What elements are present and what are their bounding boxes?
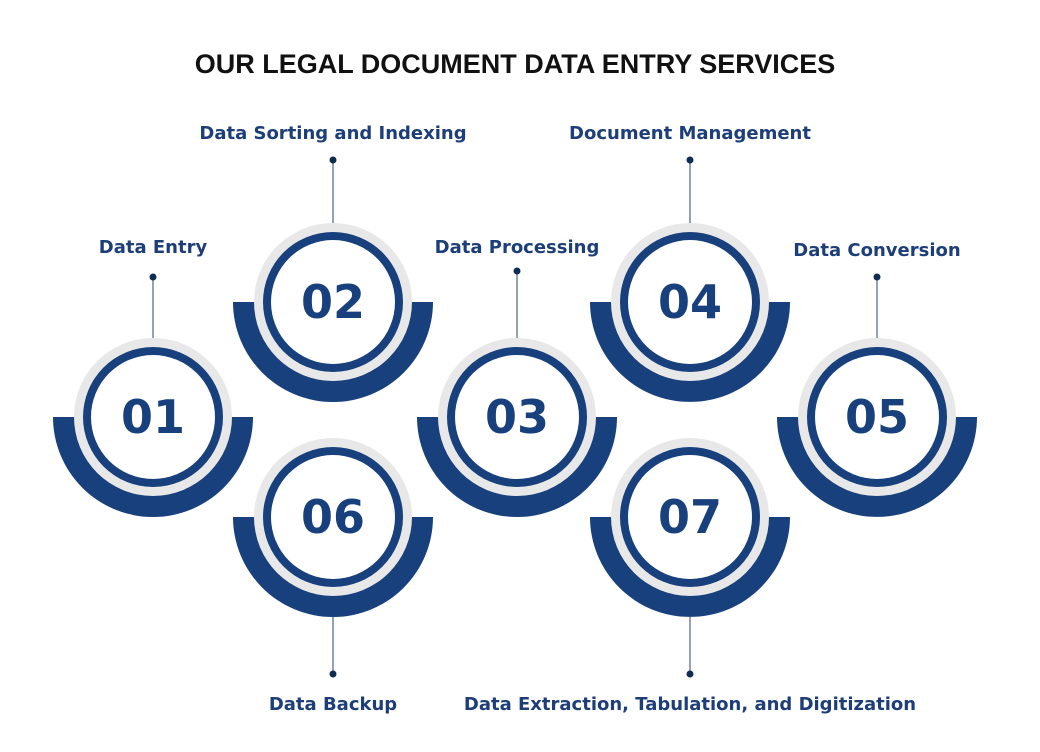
service-number: 03 <box>485 390 549 444</box>
service-label: Data Backup <box>269 694 397 715</box>
service-label: Data Entry <box>99 237 208 258</box>
service-node-03: 03 Data Processing <box>417 237 617 517</box>
page-title: OUR LEGAL DOCUMENT DATA ENTRY SERVICES <box>195 49 836 79</box>
service-node-02: 02 Data Sorting and Indexing <box>199 123 467 402</box>
service-number: 04 <box>658 275 722 329</box>
service-number: 02 <box>301 275 365 329</box>
connector-dot <box>686 156 694 164</box>
service-node-05: 05 Data Conversion <box>777 240 977 517</box>
service-label: Data Conversion <box>793 240 960 261</box>
center-disc <box>628 455 752 579</box>
service-number: 01 <box>121 390 185 444</box>
center-disc <box>271 240 395 364</box>
service-label: Data Processing <box>435 237 600 258</box>
service-number: 05 <box>845 390 909 444</box>
service-label: Data Sorting and Indexing <box>199 123 466 144</box>
connector-dot <box>513 267 521 275</box>
center-disc <box>628 240 752 364</box>
service-node-04: 04 Document Management <box>569 123 811 402</box>
center-disc <box>455 355 579 479</box>
connector-dot <box>329 670 337 678</box>
connector-dot <box>149 273 157 281</box>
service-number: 06 <box>301 490 365 544</box>
service-label: Document Management <box>569 123 811 144</box>
center-disc <box>271 455 395 579</box>
center-disc <box>815 355 939 479</box>
connector-dot <box>873 273 881 281</box>
service-number: 07 <box>658 490 722 544</box>
service-node-01: 01 Data Entry <box>53 237 253 517</box>
center-disc <box>91 355 215 479</box>
connector-dot <box>686 670 694 678</box>
service-label: Data Extraction, Tabulation, and Digitiz… <box>464 694 916 715</box>
connector-dot <box>329 156 337 164</box>
